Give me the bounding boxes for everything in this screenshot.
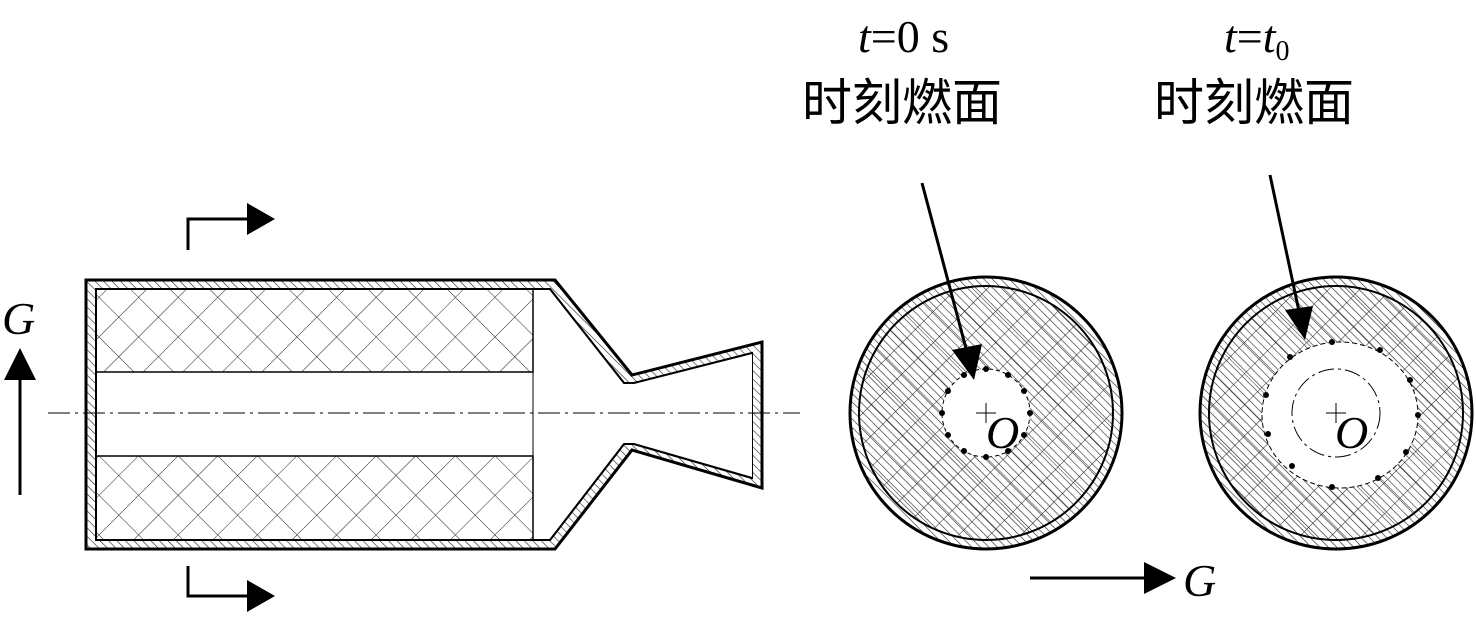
pointer-arrow-tt0 <box>1268 174 1302 317</box>
center-mark-1 <box>976 403 996 423</box>
nozzle-interior <box>550 289 752 540</box>
nozzle-outline <box>549 288 753 541</box>
gravity-arrow-bottom <box>1030 562 1176 594</box>
pointer-arrowhead-t0 <box>952 344 982 380</box>
grain-lower <box>95 455 534 541</box>
gravity-arrow-left <box>4 348 36 495</box>
gravity-label-bottom: G <box>1183 555 1216 606</box>
center-mark-2 <box>1326 403 1346 423</box>
initial-surface-ghost <box>1291 368 1381 458</box>
section-marker-top <box>186 203 275 250</box>
burn-caption-t0: 时刻燃面 <box>802 74 1002 132</box>
pointer-arrow-t0 <box>920 182 970 357</box>
burn-caption-tt0: 时刻燃面 <box>1154 74 1354 132</box>
gravity-label-left: G <box>2 293 35 344</box>
center-label-1: O <box>986 407 1019 458</box>
cross-section-tt0: O t=t0 时刻燃面 <box>1154 11 1474 551</box>
burn-surface-dots-tt0 <box>1263 339 1421 490</box>
burn-label-t0: t=0 s <box>858 11 949 62</box>
burn-label-tt0: t=t0 <box>1224 11 1290 67</box>
cross-section-t0: O t=0 s 时刻燃面 <box>802 11 1124 551</box>
burn-surface-dots-t0 <box>939 366 1033 460</box>
motor-longitudinal-section: G <box>2 203 800 612</box>
grain-upper <box>95 288 534 373</box>
pointer-arrowhead-tt0 <box>1285 306 1313 340</box>
center-label-2: O <box>1335 407 1368 458</box>
section-marker-bottom <box>186 566 275 612</box>
